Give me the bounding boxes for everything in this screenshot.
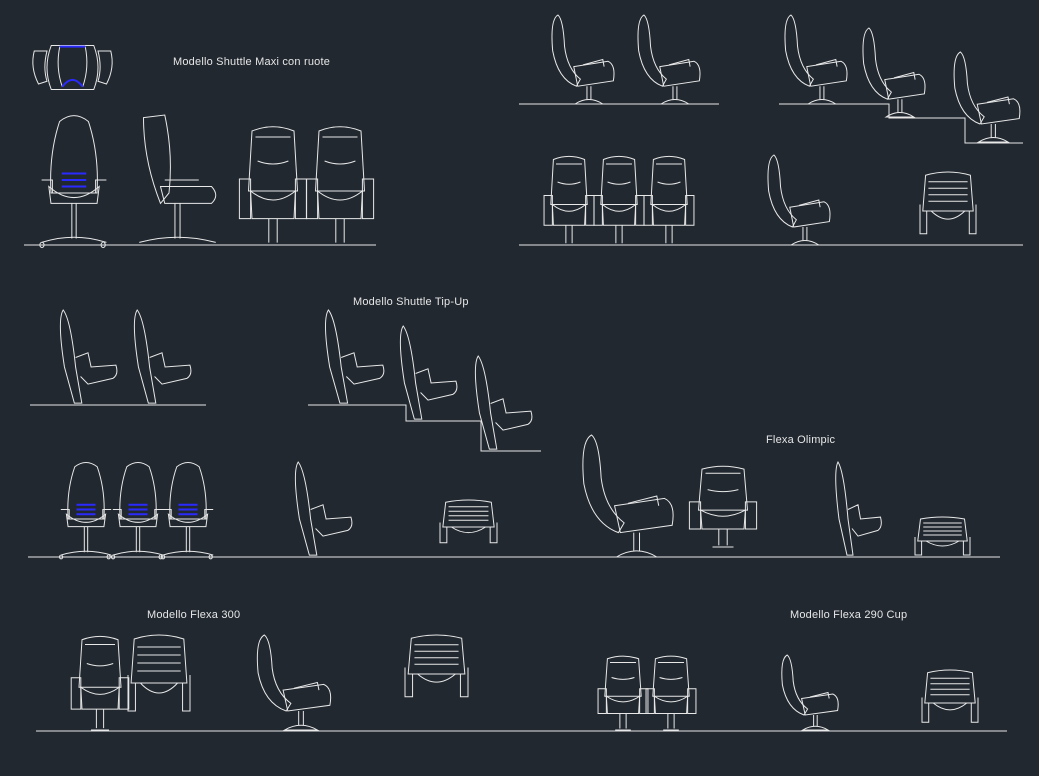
flexa290-side [782,655,838,730]
seat-back [920,172,976,234]
label-flexa-olimpic: Flexa Olimpic [766,434,836,446]
seat-front [239,127,306,245]
tipup-front [111,462,163,558]
olimpic-front [689,466,756,547]
flexa290-front [646,656,696,730]
label-flexa-290: Modello Flexa 290 Cup [790,609,908,621]
recliner-side [768,155,830,245]
seat-front [594,156,644,245]
flexa300-side [257,635,330,730]
flexa290-front [598,656,648,730]
tipup-side [475,356,532,451]
office-chair-front [40,116,107,248]
olimpic-tipup-side [836,462,882,557]
tipup-side [295,462,352,557]
recliner-side [954,52,1020,142]
recliner-side [785,15,847,104]
seat-front [306,127,373,245]
label-shuttle-tipup: Modello Shuttle Tip-Up [353,296,469,308]
flexa290-rear [922,670,978,722]
tipup-side [134,310,191,405]
olimpic-side [583,435,673,557]
seat-front [644,156,694,245]
office-chair-side [139,115,216,242]
label-shuttle-maxi: Modello Shuttle Maxi con ruote [173,56,331,68]
tipup-folded-front [440,500,497,543]
flexa300-back [128,635,190,711]
olimpic-back [915,517,970,555]
tipup-side [325,310,383,405]
tipup-front [161,462,213,558]
recliner-side [863,28,925,117]
recliner-side [552,15,614,104]
tipup-front [59,462,111,558]
tipup-side [60,310,117,405]
recliner-side [638,15,700,104]
flexa300-rear [405,635,468,697]
flexa300-front [71,636,129,730]
floor-line [779,103,1023,144]
chair-top-view [33,46,112,90]
seat-front [544,156,594,245]
tipup-side [400,326,457,421]
label-flexa-300: Modello Flexa 300 [147,609,241,621]
